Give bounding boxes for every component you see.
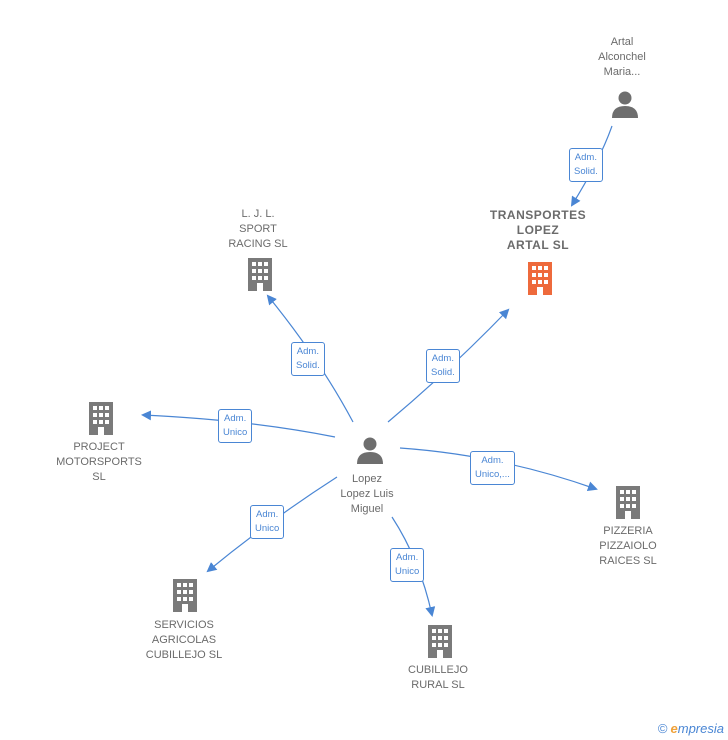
brand-logo-text: mpresia	[677, 721, 724, 736]
edge-label-lopez-servicios[interactable]: Adm. Unico	[250, 505, 285, 539]
brand-footer: ©empresia	[658, 721, 724, 736]
copyright-icon: ©	[657, 721, 668, 736]
building-icon-pizzeria[interactable]	[614, 485, 642, 519]
node-label-artal[interactable]: Artal Alconchel Maria...	[598, 36, 646, 78]
person-icon-lopez[interactable]	[355, 436, 385, 466]
building-icon-servicios[interactable]	[171, 578, 199, 612]
building-icon-cubillejo[interactable]	[426, 624, 454, 658]
person-icon-artal[interactable]	[610, 90, 640, 120]
node-label-cubillejo[interactable]: CUBILLEJO RURAL SL	[408, 664, 468, 691]
building-icon-project[interactable]	[87, 401, 115, 435]
building-icon-ljl[interactable]	[246, 257, 274, 291]
node-label-servicios[interactable]: SERVICIOS AGRICOLAS CUBILLEJO SL	[145, 619, 223, 661]
edge-label-lopez-transportes[interactable]: Adm. Solid.	[426, 349, 460, 383]
edge-label-artal-transportes[interactable]: Adm. Solid.	[569, 148, 603, 182]
brand-logo-e: e	[670, 721, 678, 736]
node-label-pizzeria[interactable]: PIZZERIA PIZZAIOLO RAICES SL	[599, 525, 657, 567]
edge-label-lopez-cubillejo[interactable]: Adm. Unico	[390, 548, 425, 582]
node-label-project[interactable]: PROJECT MOTORSPORTS SL	[56, 441, 142, 483]
building-icon-transportes[interactable]	[526, 261, 554, 295]
edge-label-lopez-pizzeria[interactable]: Adm. Unico,...	[470, 451, 515, 485]
node-label-transportes[interactable]: TRANSPORTES LOPEZ ARTAL SL	[489, 208, 587, 252]
node-label-ljl[interactable]: L. J. L. SPORT RACING SL	[228, 208, 288, 250]
edge-label-lopez-ljl[interactable]: Adm. Solid.	[291, 342, 325, 376]
edge-label-lopez-project[interactable]: Adm. Unico	[218, 409, 253, 443]
node-label-lopez[interactable]: Lopez Lopez Luis Miguel	[340, 473, 394, 515]
